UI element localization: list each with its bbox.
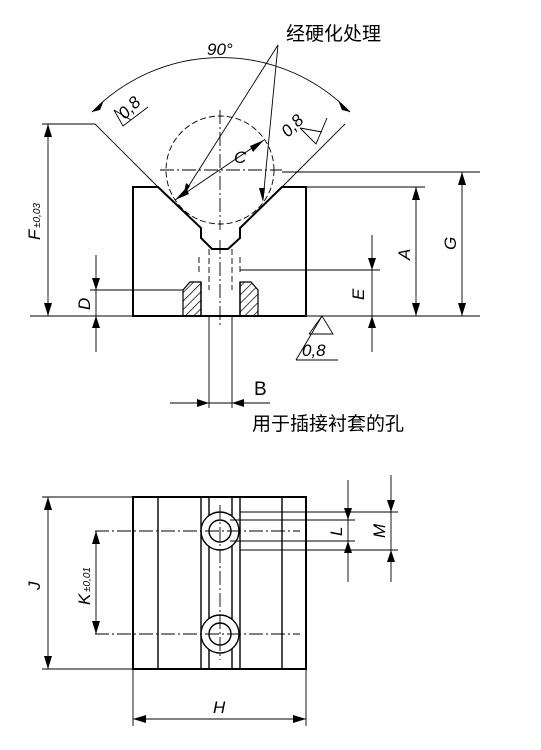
dim-M-label: M [370,523,389,538]
insert-hole-label: 用于插接衬套的孔 [252,413,404,435]
roughness-symbol-base [295,315,338,361]
dim-B-label: B [254,379,267,400]
top-view [42,475,398,726]
roughness-symbol-right [299,117,328,145]
dim-A-label: A [395,249,414,261]
roughness-right-label: 0,8 [277,110,308,141]
dim-D-label: D [75,298,94,310]
hardening-label: 经硬化处理 [286,23,381,45]
dim-F-tolerance: ±0,03 [32,203,43,228]
dim-C-label: C [234,148,247,167]
roughness-base-label: 0,8 [302,341,326,360]
front-view [30,44,480,408]
insert-section-left [182,281,202,317]
top-view-outline [132,496,307,670]
dim-E-label: E [349,288,368,300]
dim-K-tolerance: ±0,01 [82,567,93,592]
angle-label: 90° [207,40,233,59]
dim-L-label: L [327,527,346,536]
dim-K-label: K [75,593,94,605]
roughness-symbol-left [113,106,149,127]
dim-J-label: J [25,581,44,591]
angle-arc [91,57,351,113]
dim-H-label: H [213,698,226,717]
insert-section-right [239,281,259,317]
dim-G-label: G [441,237,460,250]
v-block-body [132,186,307,317]
dim-F-label: F [25,228,44,240]
